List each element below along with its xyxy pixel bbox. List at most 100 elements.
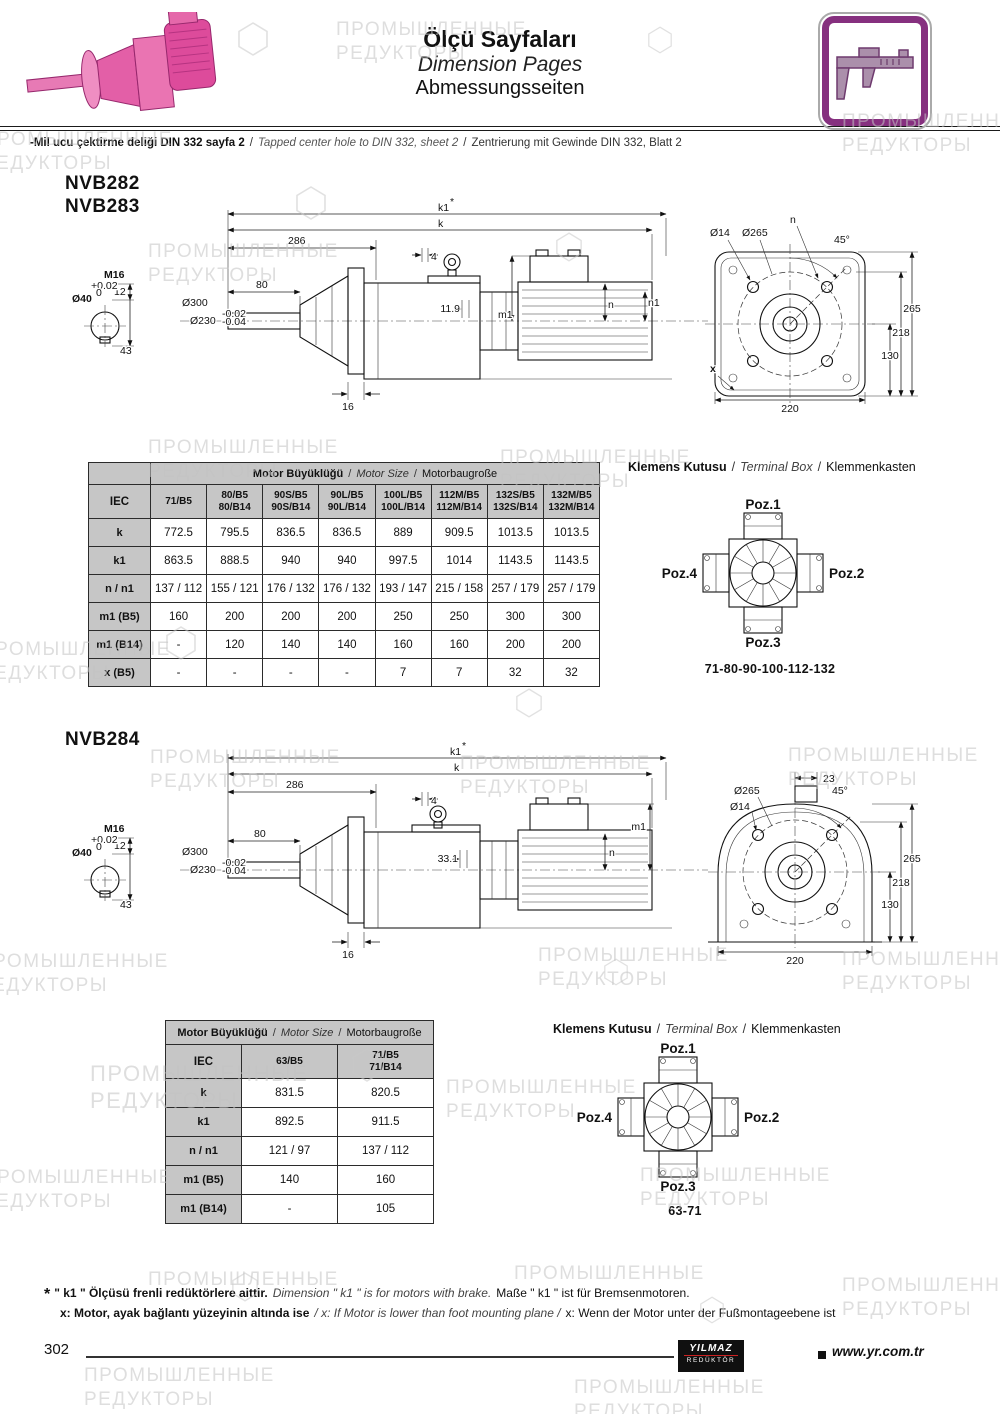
- cell: 160: [149, 602, 208, 631]
- dim-45deg: 45°: [834, 234, 850, 246]
- caliper-icon: [818, 12, 932, 130]
- cell: 1013.5: [486, 518, 544, 547]
- col-132m: 132M/B5 132M/B14: [542, 484, 601, 519]
- footnote2-en: / x: If Motor is lower than foot mountin…: [314, 1306, 561, 1320]
- cell: -: [149, 658, 208, 687]
- dim-220: 220: [781, 403, 799, 415]
- row-label: m1 (B5): [165, 1165, 242, 1195]
- cell: 836.5: [262, 518, 320, 547]
- model-nvb282: NVB282: [65, 173, 140, 194]
- cell: 889: [374, 518, 432, 547]
- table1-title-tr: Motor Büyüklüğü: [252, 467, 344, 480]
- din-note-tr: -Mil ucu çektirme deliği DIN 332 sayfa 2: [30, 137, 245, 149]
- cell: 137 / 112: [336, 1136, 435, 1166]
- cell: 32: [486, 658, 544, 687]
- dim-m1: m1: [498, 309, 513, 321]
- cell: 140: [241, 1165, 338, 1195]
- dim-tol230-upper: -0.02: [222, 308, 246, 320]
- model-nvb284: NVB284: [65, 729, 140, 750]
- table2-row-m1-b14: m1 (B14) - 105: [165, 1194, 435, 1224]
- table1-corner-cell: [88, 462, 151, 485]
- dim-11-9: 11.9: [440, 303, 460, 315]
- cell: 863.5: [149, 546, 208, 575]
- table1-row-x-b5: x (B5) - - - - 7 7 32 32: [88, 658, 601, 687]
- table1-title: Motor Büyüklüğü/Motor Size/Motorbaugroße: [150, 462, 600, 485]
- terminal-caption-2: 63-71: [668, 1204, 702, 1218]
- end-view-dimensions-2: [717, 772, 918, 956]
- tb2-title-en: Terminal Box: [665, 1022, 738, 1036]
- cell: 300: [486, 602, 544, 631]
- dim2-k1-star: *: [462, 742, 466, 752]
- nvb284-technical-drawing: M16 12 Ø40 +0.02 0 43: [71, 742, 922, 968]
- table2-header-row: IEC 63/B5 71/B5 71/B14: [165, 1044, 435, 1079]
- end-view-dimensions: [714, 225, 918, 404]
- dim2-m1: m1: [631, 821, 646, 833]
- product-photo-gearmotor: [26, 12, 217, 111]
- row-label: m1 (B14): [165, 1194, 242, 1224]
- logo-line1: YILMAZ: [689, 1343, 733, 1354]
- dim-k1-star: *: [450, 196, 454, 208]
- dim-k: k: [438, 218, 444, 230]
- dim2-n-side: n: [609, 847, 615, 859]
- din-note-en: Tapped center hole to DIN 332, sheet 2: [257, 137, 459, 149]
- dim2-dia265: Ø265: [734, 785, 760, 797]
- table2-title-en: Motor Size: [280, 1026, 334, 1039]
- dim-286: 286: [288, 235, 306, 247]
- dim-218: 218: [892, 327, 910, 339]
- dim-4: 4: [431, 251, 437, 263]
- footnote1-tr: " k1 " Ölçüsü frenli redüktörlere aittir…: [54, 1286, 268, 1300]
- page-title-de: Abmessungsseiten: [415, 77, 585, 99]
- cell: 137 / 112: [149, 574, 208, 603]
- cell: 200: [486, 630, 544, 659]
- cell: 176 / 132: [318, 574, 376, 603]
- table2-iec: IEC: [165, 1044, 242, 1079]
- poz1-label-2: Poz.1: [660, 1042, 696, 1056]
- dim2-45deg: 45°: [832, 785, 848, 797]
- cell: 160: [430, 630, 488, 659]
- watermark-line: ПРОМЫШЛЕННЫЕ: [84, 1365, 275, 1386]
- dim-12: 12: [114, 286, 126, 298]
- side-view-dimensions-2: [227, 754, 667, 948]
- watermark-line: РЕДУКТОРЫ: [574, 1401, 705, 1414]
- logo-line2: REDÜKTÖR: [684, 1355, 738, 1365]
- cell: 795.5: [206, 518, 264, 547]
- footnote-k1: *" k1 " Ölçüsü frenli redüktörlere aitti…: [44, 1286, 690, 1304]
- model-heading-nvb282-283: NVB282 NVB283: [65, 172, 140, 218]
- tb1-title-de: Klemmenkasten: [826, 460, 916, 474]
- photo-shaft: [26, 73, 85, 93]
- table2-row-k1: k1 892.5 911.5: [165, 1107, 435, 1137]
- dim-tol40-lower: 0: [96, 287, 102, 299]
- table2-title: Motor Büyüklüğü/Motor Size/Motorbaugroße: [164, 1020, 435, 1045]
- footnote1-de: Maße " k1 " ist für Bremsenmotoren.: [496, 1286, 690, 1300]
- dim-n-side: n: [608, 299, 614, 311]
- page-title-block: Ölçü Sayfaları Dimension Pages Abmessung…: [280, 26, 720, 100]
- dim2-tol230-upper: -0.02: [222, 857, 246, 869]
- cell: 155 / 121: [206, 574, 264, 603]
- dim-tol40-upper: +0.02: [91, 280, 118, 292]
- dim-80: 80: [256, 279, 268, 291]
- dim-43: 43: [120, 345, 132, 357]
- row-label: n / n1: [88, 574, 151, 603]
- cell: 888.5: [206, 546, 264, 575]
- col-132s: 132S/B5 132S/B14: [486, 484, 544, 519]
- table2-title-tr: Motor Büyüklüğü: [177, 1026, 268, 1039]
- cell: 160: [336, 1165, 435, 1195]
- dim2-265: 265: [903, 853, 921, 865]
- row-label: n / n1: [165, 1136, 242, 1166]
- watermark-line: РЕДУКТОРЫ: [842, 135, 973, 156]
- model-heading-nvb284: NVB284: [65, 728, 140, 751]
- model-nvb283: NVB283: [65, 196, 140, 217]
- table2-row-n-n1: n / n1 121 / 97 137 / 112: [165, 1136, 435, 1166]
- din-note-de: Zentrierung mit Gewinde DIN 332, Blatt 2: [471, 137, 682, 149]
- col-80: 80/B5 80/B14: [206, 484, 264, 519]
- cell: 7: [430, 658, 488, 687]
- cell: 105: [336, 1194, 435, 1224]
- end-view-outline: [705, 244, 875, 404]
- dim-dia230: Ø230: [190, 315, 216, 327]
- cell: 200: [206, 602, 264, 631]
- row-label: k1: [88, 546, 151, 575]
- tb1-title-tr: Klemens Kutusu: [628, 460, 727, 474]
